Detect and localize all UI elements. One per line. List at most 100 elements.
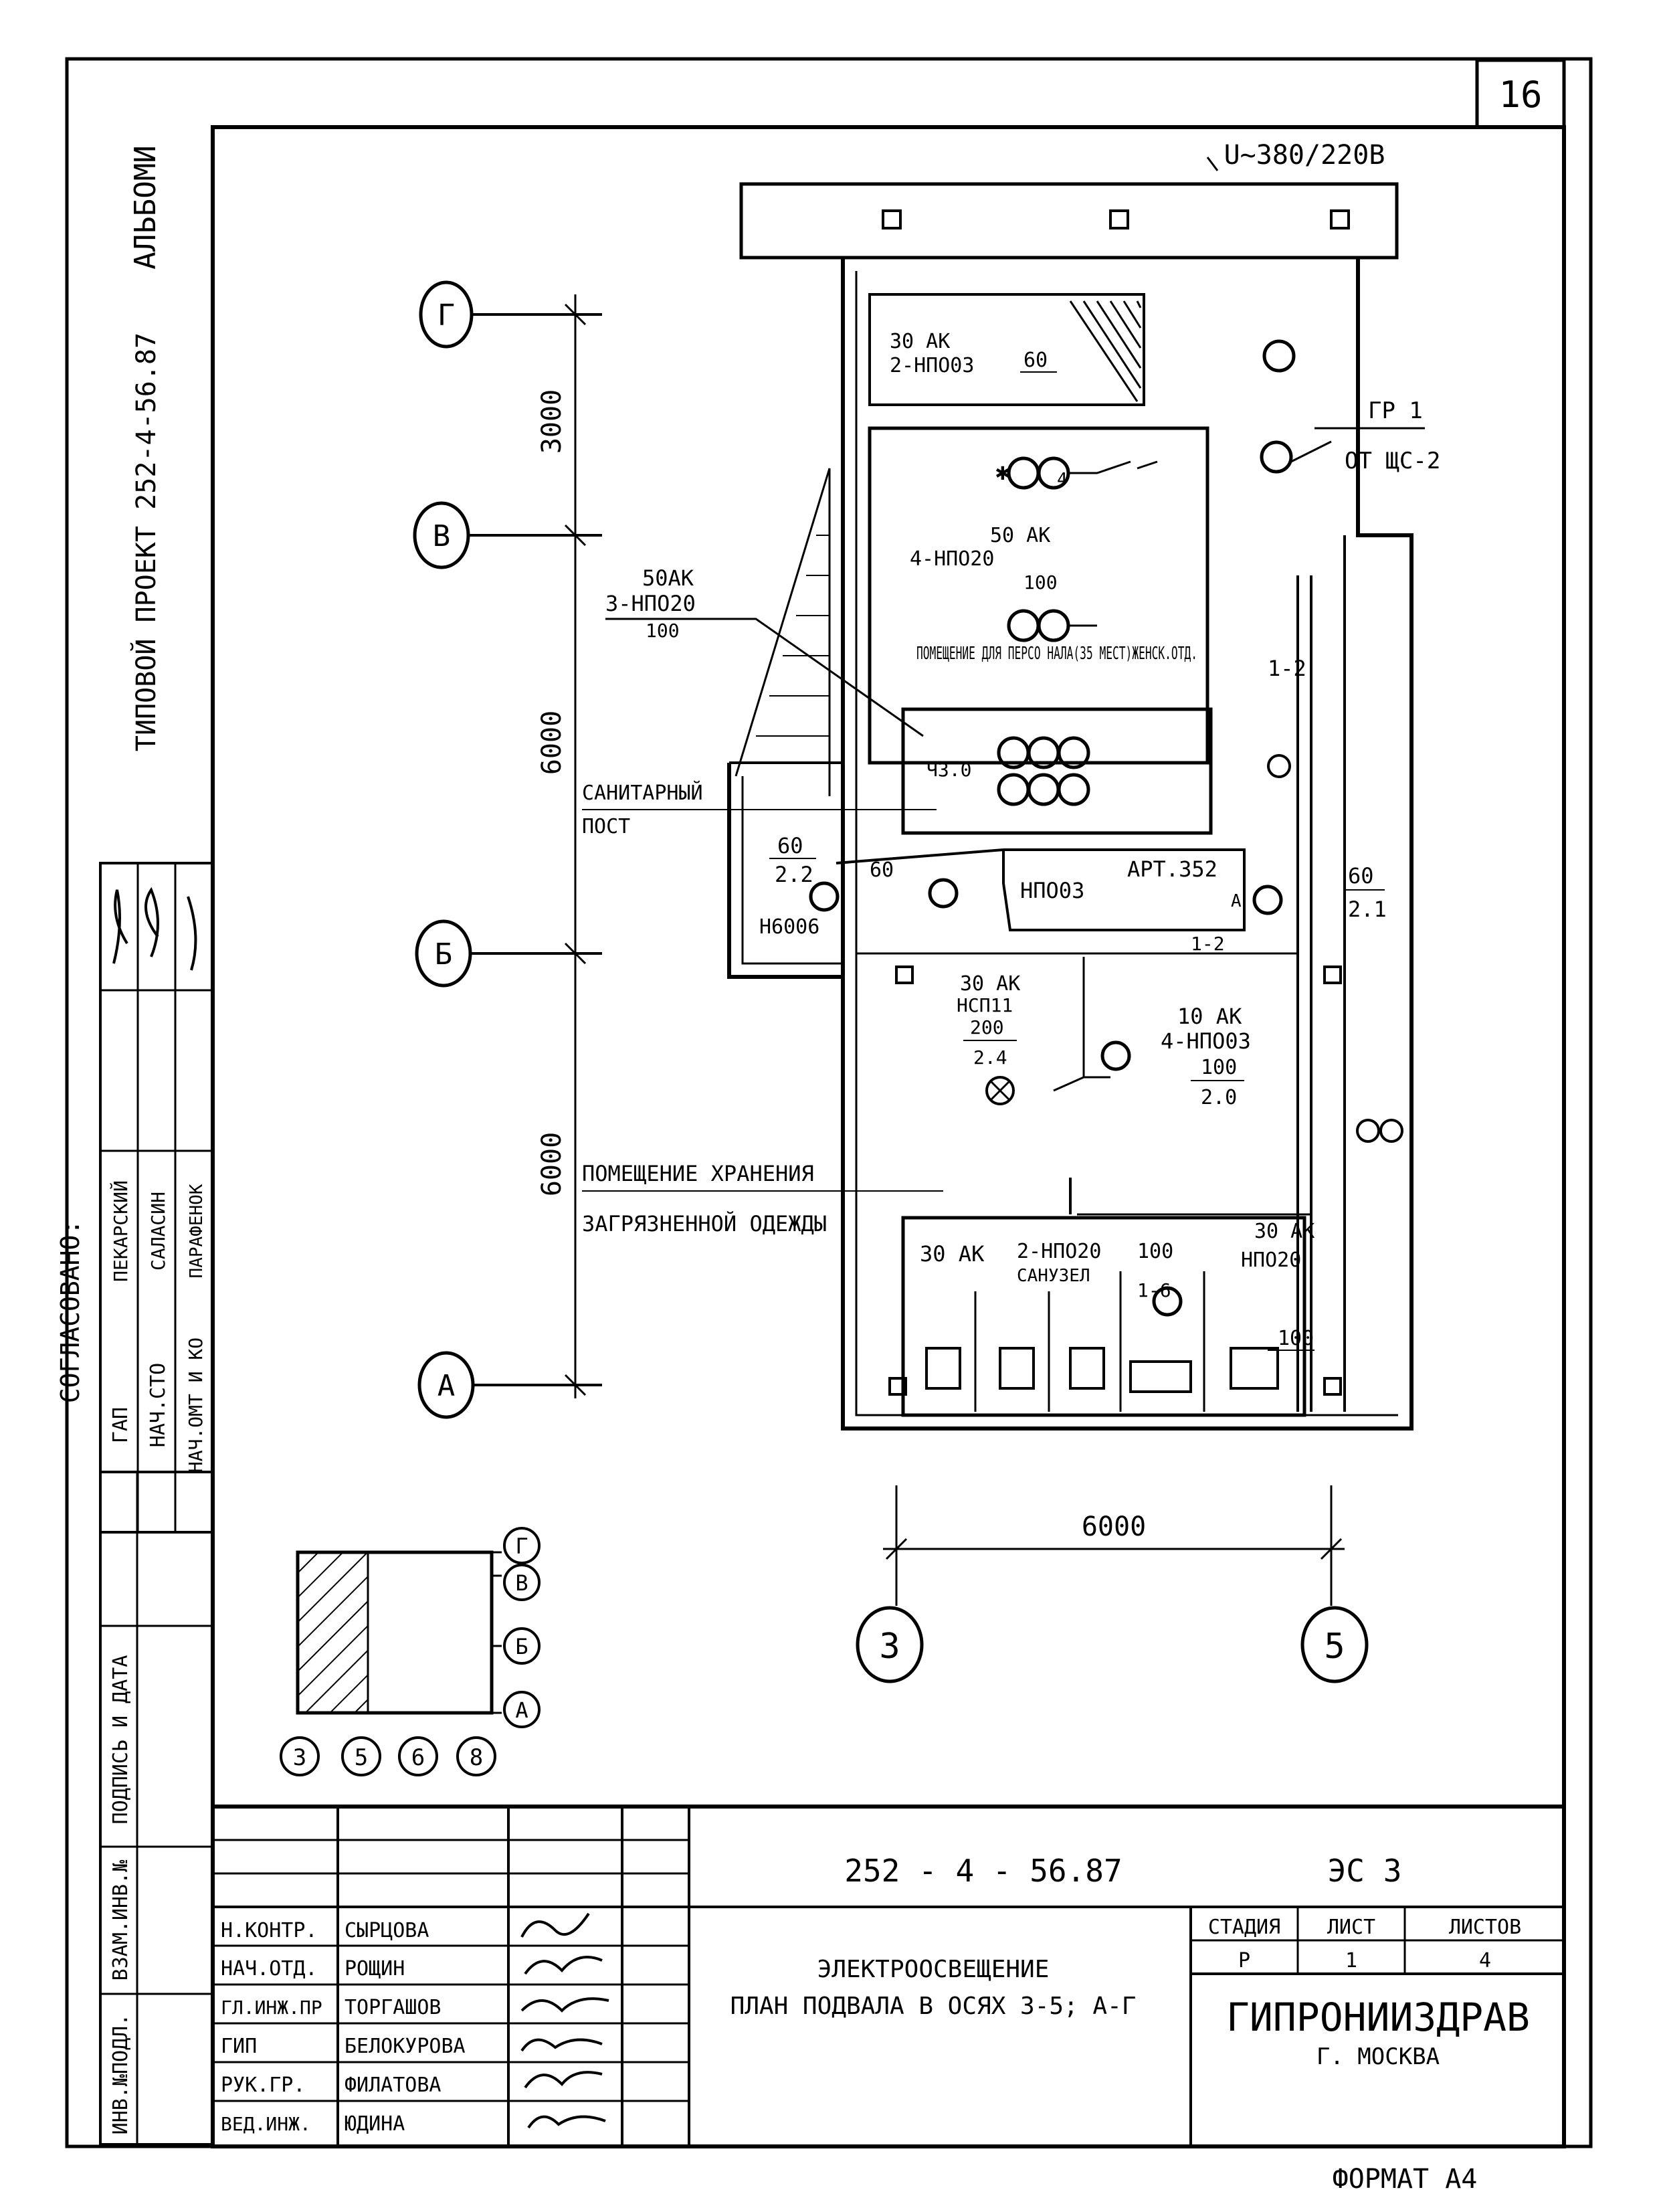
axis-col-5: 5 [1300,1606,1369,1683]
staff-role-1: Н.КОНТР. [221,1919,318,1942]
staff-role-6: ВЕД.ИНЖ. [221,2113,311,2135]
axis-row-a: А [417,1351,602,1419]
staff-name-1: СЫРЦОВА [345,1919,429,1942]
approval-role-2: НАЧ.СТО [147,1363,170,1447]
feeder-group: ГР 1 [1368,397,1423,424]
storage-room-2: ЗАГРЯЗНЕННОЙ ОДЕЖДЫ [582,1211,827,1236]
dim-3000: 3000 [536,389,567,454]
svg-text:В: В [515,1570,528,1596]
svg-text:6: 6 [411,1744,425,1771]
key-plan: Г В Б А 3 5 6 8 [280,1527,541,1776]
format-label: ФОРМАТ А4 [1333,2164,1478,2195]
corridor [836,848,1246,931]
album-label: АЛЬБОМИ [128,145,163,269]
axis-row-g: Г [419,280,602,349]
wc-area [901,1216,1306,1417]
drawing-frame [211,125,1566,2148]
storage-a-4: 2.4 [973,1046,1007,1069]
stair-label-3: 60 [1023,349,1048,372]
approval-name-3: ПАРАФЕНОК [187,1184,207,1278]
org-city: Г. МОСКВА [1316,2043,1440,2070]
dim-6000-b: 6000 [536,1132,567,1196]
storage-b-3: 100 [1201,1056,1237,1079]
leader-label-2: 3-НПО20 [605,591,696,616]
staff-label-3: 100 [1023,571,1058,593]
staff-room-fixtures: ✱ [995,456,1158,642]
corr-box: НПО03 [1020,878,1084,903]
outer-wall [841,258,1413,1431]
staff-name-2: РОЩИН [345,1957,405,1980]
sheet-head: ЛИСТ [1327,1916,1375,1939]
leader-label-1: 50АК [642,565,694,591]
storage-b-2: 4-НПО03 [1161,1028,1251,1054]
cable-label-1: 1-2 [1268,656,1306,681]
wc-right-3: 100 [1278,1327,1314,1350]
corr-mid: 60 [870,858,894,882]
project-label: ТИПОВОЙ ПРОЕКТ 252-4-56.87 [130,333,162,751]
approval-role-3: НАЧ.ОМТ И КО [185,1338,207,1473]
approval-role-1: ГАП [109,1407,132,1443]
approval-name-1: ПЕКАРСКИЙ [109,1180,132,1282]
approval-name-2: САЛАСИН [147,1192,169,1271]
svg-text:Б: Б [515,1634,528,1659]
key-col-5: 5 [341,1736,381,1776]
hatch-tag: 4 [1057,470,1068,490]
wc-stalls [888,1271,1342,1412]
wc-mid-1: 2-НПО20 [1017,1240,1101,1263]
staff-role-3: ГЛ.ИНЖ.ПР [221,1997,322,2019]
svg-text:8: 8 [470,1744,483,1771]
staff-role-2: НАЧ.ОТД. [221,1957,318,1980]
svg-text:5: 5 [1324,1627,1345,1667]
storage-a-2: НСП11 [957,994,1013,1016]
svg-text:В: В [433,519,451,553]
axis-row-v: В [413,501,602,569]
doc-set: ЭС 3 [1328,1853,1402,1889]
staff-name-5: ФИЛАТОВА [345,2073,442,2097]
outer-border [65,57,1593,2148]
title-block: 252 - 4 - 56.87 ЭС 3 ЭЛЕКТРООСВЕЩЕНИЕ ПЛ… [211,1805,1566,2195]
side-stamp: ИНВ.№ПОДЛ. ПОДПИСЬ И ДАТА ВЗАМ.ИНВ.№ [99,1471,214,2146]
wc-right-2: НПО20 [1241,1249,1301,1272]
stage-head: СТАДИЯ [1208,1916,1280,1939]
voltage-label: U~380/220В [1224,140,1385,171]
feeder-source: ОТ ЩС-2 [1345,448,1440,474]
wc-room: САНУЗЕЛ [1017,1266,1090,1286]
staff-signatures [520,1912,609,2129]
sheet-number: 16 [1498,74,1542,116]
stamp-inv-podl: ИНВ.№ПОДЛ. [109,2014,132,2135]
staff-name-4: БЕЛОКУРОВА [345,2035,466,2058]
axis-grid: Г В Б А 3000 6000 6000 [413,280,1369,1683]
sanitary-fixtures [997,736,1090,806]
corr-right-2: 2.1 [1348,897,1387,922]
key-col-3: 3 [280,1736,320,1776]
storage-b-1: 10 АК [1177,1004,1242,1029]
key-col-8: 8 [456,1736,496,1776]
title-line-1: ЭЛЕКТРООСВЕЩЕНИЕ [817,1956,1050,1983]
approval-signatures [112,887,197,971]
staff-role-5: РУК.ГР. [221,2073,305,2097]
sheets-value: 4 [1479,1949,1491,1972]
doc-code: 252 - 4 - 56.87 [844,1853,1122,1889]
svg-text:5: 5 [355,1744,368,1771]
approval-block: СОГЛАСОВАНО: ГАП НАЧ.СТО НАЧ.ОМТ И КО ПЕ… [56,862,214,1534]
sheet-value: 1 [1345,1949,1357,1972]
staff-role-4: ГИП [221,2035,257,2058]
wc-mid-2: 100 [1137,1240,1173,1263]
approval-title: СОГЛАСОВАНО: [56,1220,85,1404]
dim-6000-col: 6000 [1082,1511,1146,1542]
svg-text:А: А [515,1697,528,1723]
key-row-v: В [503,1564,541,1601]
art-label: АРТ.352 [1127,856,1217,882]
key-row-a: А [503,1691,541,1728]
storage-room-1: ПОМЕЩЕНИЕ ХРАНЕНИЯ [582,1161,814,1186]
axis-col-3: 3 [856,1606,924,1683]
org-name: ГИПРОНИИЗДРАВ [1226,1995,1530,2040]
stage-value: Р [1238,1949,1250,1972]
stair-top [1069,300,1142,402]
svg-text:3: 3 [879,1627,900,1667]
wc-left: 30 АК [920,1241,985,1267]
svg-text:3: 3 [293,1744,306,1771]
staff-label-2: 4-НПО20 [910,547,994,571]
corr-left-1: 60 [777,833,803,858]
